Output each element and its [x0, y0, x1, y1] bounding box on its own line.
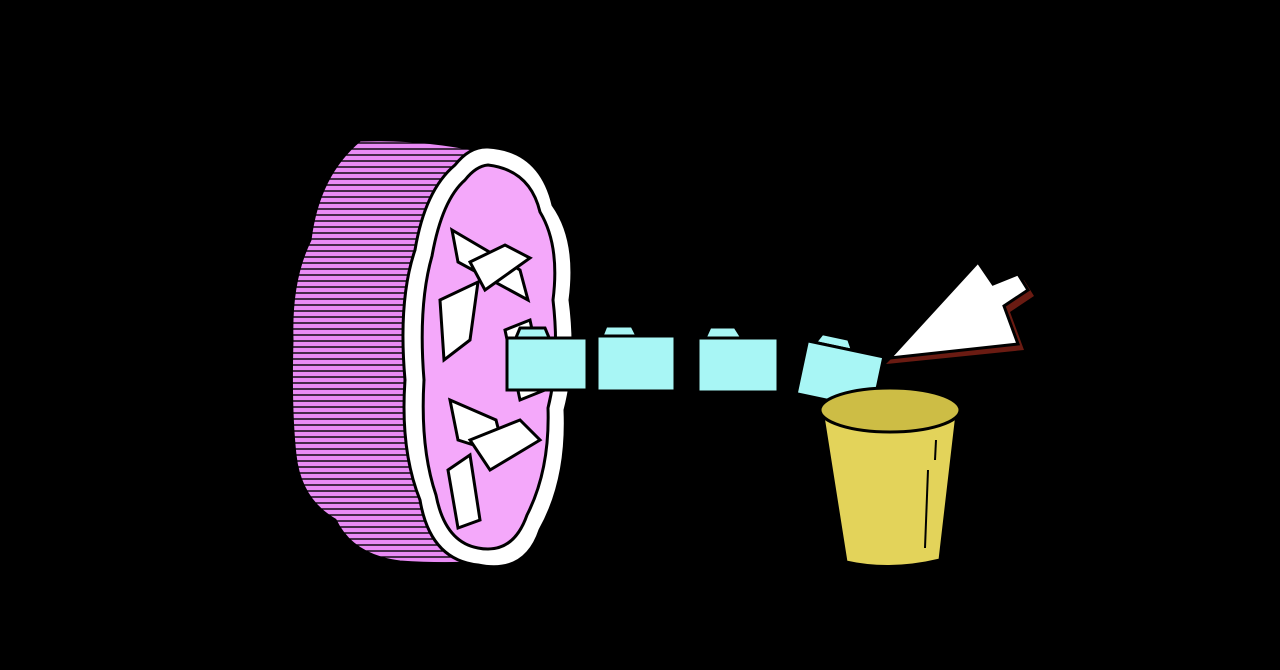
trash-can-icon	[818, 386, 962, 568]
folder-icon	[696, 325, 780, 394]
logo-band-6	[446, 452, 482, 531]
folder-icon	[595, 324, 677, 393]
trash-can-body	[820, 403, 960, 568]
logo-band-2	[467, 243, 533, 293]
cursor-body	[886, 259, 1031, 360]
folder-icon	[505, 326, 589, 392]
logo-band-5	[467, 418, 543, 473]
arrow-cursor-icon	[886, 259, 1034, 364]
logo-band-3	[438, 279, 480, 363]
trash-can-opening	[818, 386, 962, 434]
